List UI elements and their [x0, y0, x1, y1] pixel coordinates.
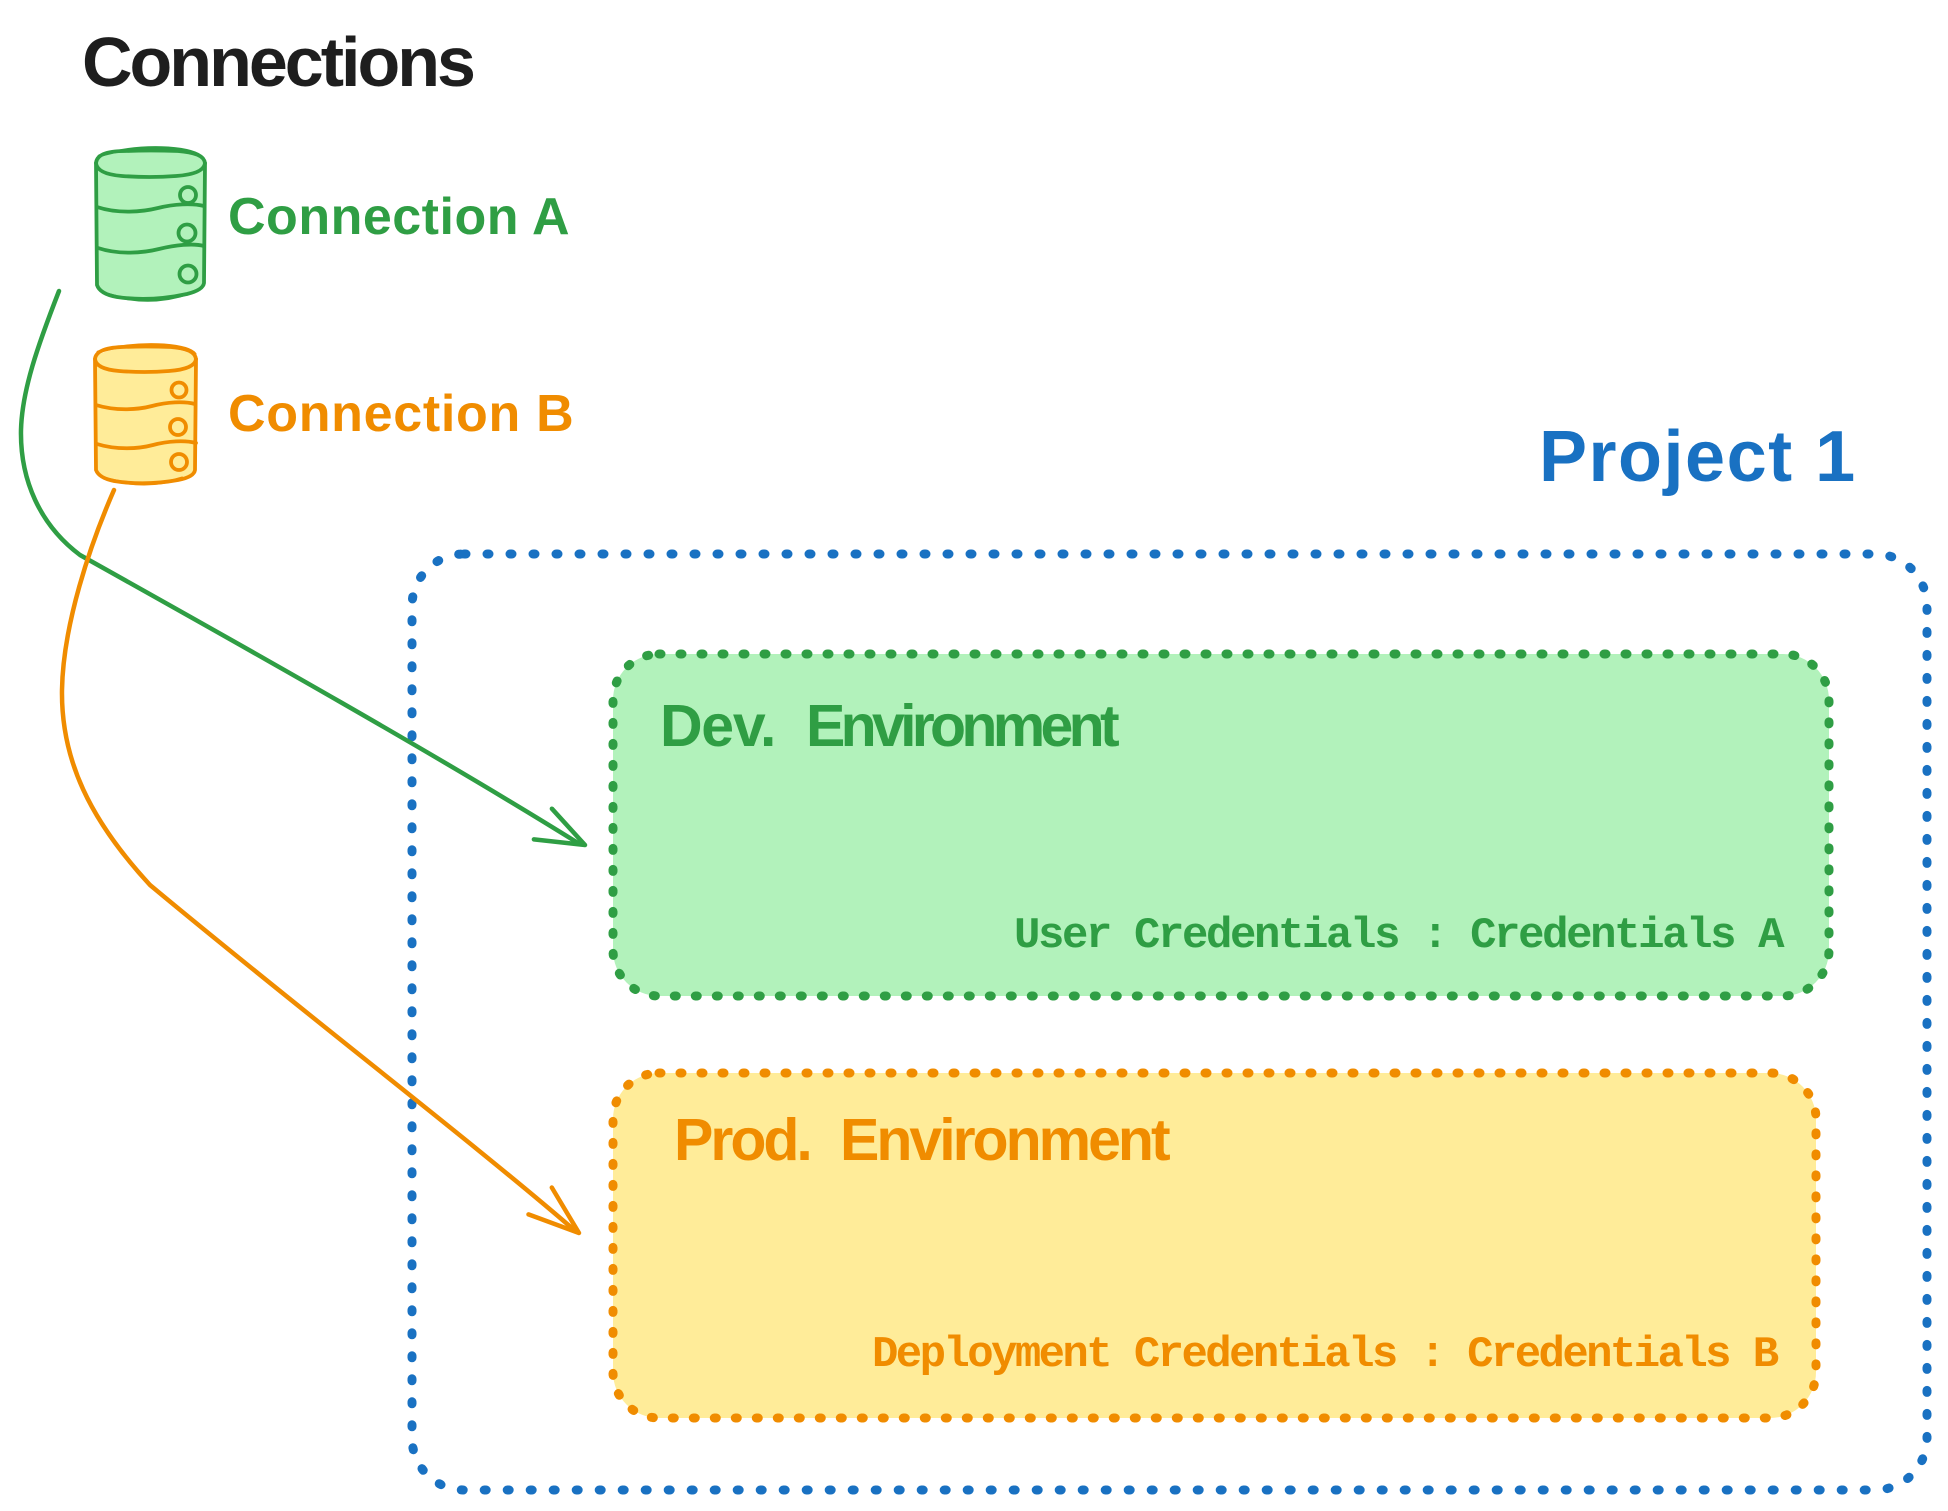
svg-text:User Credentials : Credentials: User Credentials : Credentials A	[1014, 911, 1785, 961]
svg-text:Connections: Connections	[82, 23, 474, 101]
svg-text:Environment: Environment	[806, 693, 1119, 759]
svg-text:Deployment Credentials : Crede: Deployment Credentials : Credentials B	[872, 1330, 1779, 1380]
svg-text:Prod.: Prod.	[674, 1107, 810, 1173]
svg-text:Dev.: Dev.	[660, 693, 775, 759]
svg-text:Connection A: Connection A	[228, 188, 570, 246]
svg-text:Project 1: Project 1	[1539, 417, 1857, 497]
svg-text:Environment: Environment	[840, 1107, 1170, 1173]
svg-text:Connection B: Connection B	[228, 385, 574, 443]
